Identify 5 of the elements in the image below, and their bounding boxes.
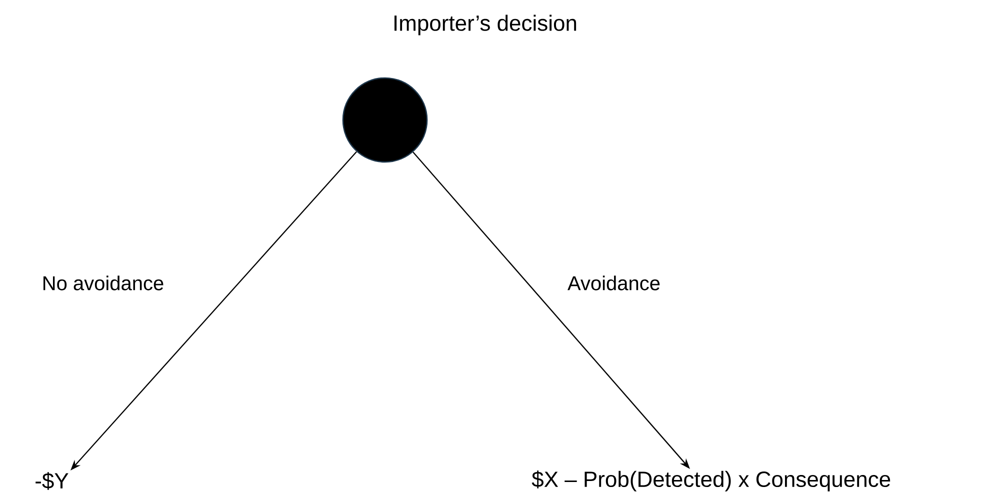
outcome-text: $X – Prob(Detected) x Consequence: [532, 470, 890, 492]
outcome-text: -$Y: [36, 472, 68, 490]
node-title: Importer’s decision: [394, 14, 576, 36]
edge-label: Avoidance: [566, 274, 662, 292]
edge-label: No avoidance: [40, 274, 166, 292]
